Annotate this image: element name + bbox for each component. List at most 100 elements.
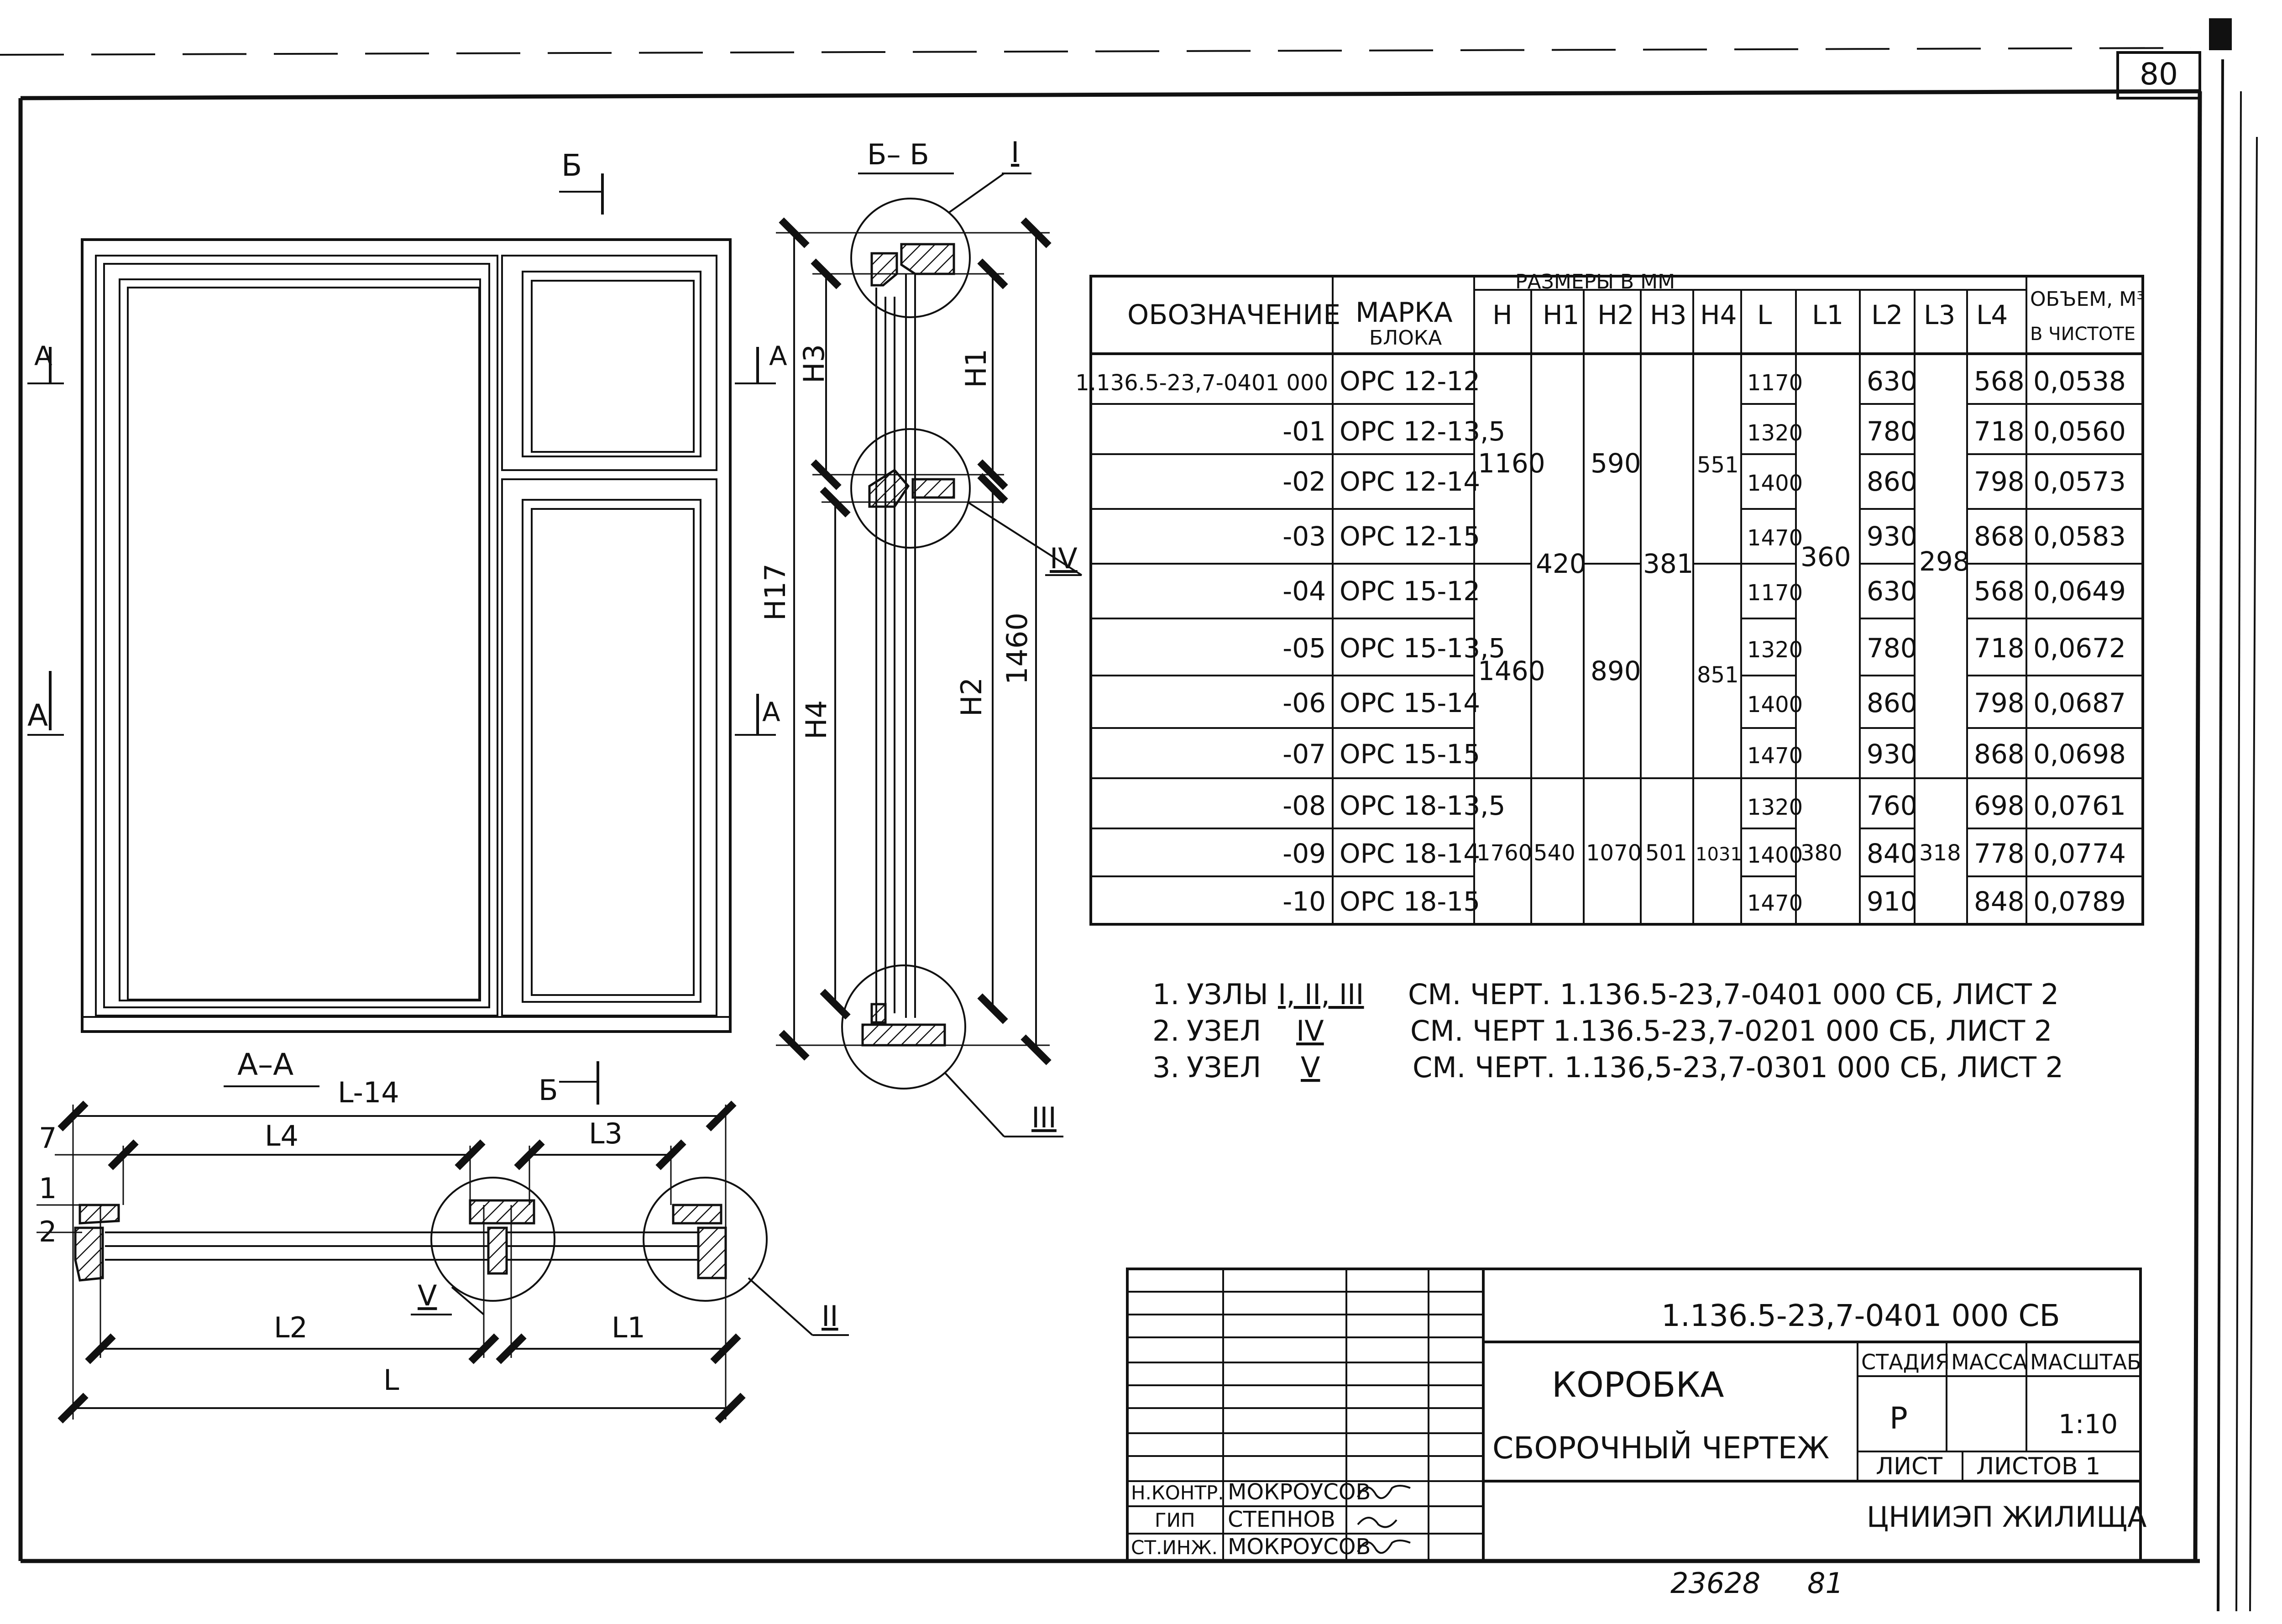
table-row-l4: 798 — [1974, 466, 2025, 497]
note-1-nodes: I, II, III — [1278, 978, 1364, 1011]
group3-h: 1760 — [1476, 840, 1532, 866]
table-row-l4: 848 — [1974, 886, 2025, 917]
dim-l: L — [383, 1363, 399, 1397]
table-row-volume: 0,0573 — [2033, 466, 2126, 497]
title-name-line2: СБОРОЧНЫЙ ЧЕРТЕЖ — [1492, 1430, 1829, 1466]
group3-h2: 1070 — [1586, 840, 1642, 866]
title-sheets-label: ЛИСТОВ 1 — [1976, 1453, 2100, 1480]
table-row-mark: ОРС 18-13,5 — [1340, 790, 1505, 821]
table-row-volume: 0,0687 — [2033, 687, 2126, 718]
note-3-nodes: V — [1301, 1051, 1320, 1084]
signature-scribbles — [1357, 1485, 1411, 1554]
dim-h1: H1 — [959, 349, 993, 388]
table-row-l: 1170 — [1747, 580, 1803, 606]
dim-h17: H17 — [759, 563, 792, 621]
section-a-label-4: А — [762, 697, 780, 728]
table-row-mark: ОРС 12-13,5 — [1340, 416, 1505, 447]
section-a-label-2: А — [27, 698, 48, 733]
title-scale-value: 1:10 — [2058, 1409, 2118, 1440]
note-2-num: 2. — [1152, 1014, 1179, 1048]
table-row-volume: 0,0583 — [2033, 521, 2126, 552]
corner-mark — [2209, 18, 2232, 50]
section-a-label-3: А — [769, 341, 787, 372]
table-row-designation: -08 — [1282, 790, 1326, 821]
note-2-nodes: IV — [1296, 1014, 1324, 1048]
node-v-label: V — [418, 1279, 437, 1312]
table-row-l: 1400 — [1747, 692, 1803, 718]
notes: 1. УЗЛЫ I, II, III СМ. ЧЕРТ. 1.136.5-23,… — [1152, 978, 2063, 1084]
sig-name-2: СТЕПНОВ — [1228, 1507, 1335, 1532]
title-org: ЦНИИЭП ЖИЛИЩА — [1867, 1500, 2147, 1534]
table-row-l2: 760 — [1867, 790, 1917, 821]
table-row-designation: -01 — [1282, 416, 1326, 447]
group1-h4: 551 — [1697, 452, 1739, 478]
front-elevation — [81, 238, 732, 1033]
table-col-l2: L2 — [1871, 299, 1903, 330]
table-row-designation: -07 — [1282, 739, 1326, 770]
dim-l4: L4 — [265, 1119, 298, 1153]
title-stage-label: СТАДИЯ — [1861, 1350, 1950, 1374]
dim-l3: L3 — [589, 1117, 623, 1150]
group3-h4: 1031 — [1696, 844, 1742, 865]
dim-h2: H2 — [955, 677, 988, 717]
table-row-designation: -04 — [1282, 576, 1326, 607]
table-row-mark: ОРС 15-13,5 — [1340, 633, 1505, 664]
note-2-ref: СМ. ЧЕРТ 1.136.5-23,7-0201 000 СБ, ЛИСТ … — [1410, 1014, 2052, 1048]
table-row-l: 1400 — [1747, 843, 1803, 868]
table-row-mark: ОРС 12-12 — [1340, 366, 1480, 397]
dim-l14: L-14 — [338, 1076, 399, 1109]
section-b-label-top: Б — [561, 148, 582, 183]
table-row-l: 1170 — [1747, 370, 1803, 396]
table-row-designation: -03 — [1282, 521, 1326, 552]
table-col-h1: H1 — [1543, 299, 1580, 330]
table-row-mark: ОРС 12-15 — [1340, 521, 1480, 552]
table-row-mark: ОРС 15-12 — [1340, 576, 1480, 607]
group3-h1: 540 — [1534, 840, 1575, 866]
section-aa-title: А–А — [237, 1047, 293, 1082]
table-col-l: L — [1757, 299, 1772, 330]
table-col-l4: L4 — [1976, 299, 2008, 330]
note-2-label: УЗЕЛ — [1187, 1014, 1261, 1048]
dim-l1: L1 — [612, 1311, 645, 1344]
table-row-volume: 0,0698 — [2033, 739, 2126, 770]
sig-role-3: СТ.ИНЖ. — [1131, 1536, 1218, 1559]
table-col-h2: H2 — [1597, 299, 1634, 330]
group2-h: 1460 — [1478, 655, 1545, 686]
group2-h4: 851 — [1697, 662, 1739, 688]
table-row-mark: ОРС 12-14 — [1340, 466, 1480, 497]
note-3-num: 3. — [1152, 1051, 1179, 1084]
title-doc-code: 1.136.5-23,7-0401 000 СБ — [1661, 1298, 2060, 1333]
table-row-l4: 698 — [1974, 790, 2025, 821]
table-row-l4: 718 — [1974, 633, 2025, 664]
section-b-label-bottom: Б — [539, 1074, 558, 1107]
sig-role-2: ГИП — [1155, 1509, 1195, 1531]
table-row-l2: 930 — [1867, 739, 1917, 770]
table-row-l2: 910 — [1867, 886, 1917, 917]
table-row-mark: ОРС 15-15 — [1340, 739, 1480, 770]
table-row-l: 1470 — [1747, 891, 1803, 916]
table-row-l4: 718 — [1974, 416, 2025, 447]
group1-h: 1160 — [1478, 448, 1545, 479]
section-bb — [841, 173, 1083, 1137]
table-row-volume: 0,0560 — [2033, 416, 2126, 447]
dim-1460: 1460 — [1000, 613, 1034, 685]
dim-2: 2 — [39, 1215, 57, 1248]
table-row-l2: 840 — [1867, 838, 1917, 869]
table-row-l4: 568 — [1974, 576, 2025, 607]
title-block-grid — [1126, 1268, 2142, 1562]
group1-h2: 590 — [1591, 448, 1641, 479]
table-row-volume: 0,0761 — [2033, 790, 2126, 821]
shared-l1: 360 — [1800, 541, 1851, 572]
table-header-sizes: РАЗМЕРЫ В ММ — [1515, 270, 1675, 293]
table-row-l2: 860 — [1867, 687, 1917, 718]
table-row-volume: 0,0789 — [2033, 886, 2126, 917]
table-row-designation: -02 — [1282, 466, 1326, 497]
group3-h3: 501 — [1645, 840, 1687, 866]
table-row-volume: 0,0672 — [2033, 633, 2126, 664]
table-row-l2: 780 — [1867, 633, 1917, 664]
table-row-l2: 930 — [1867, 521, 1917, 552]
table-col-h4: H4 — [1700, 299, 1737, 330]
table-row-l: 1320 — [1747, 420, 1803, 446]
group3-l1: 380 — [1800, 840, 1842, 866]
dim-l2: L2 — [274, 1311, 308, 1344]
